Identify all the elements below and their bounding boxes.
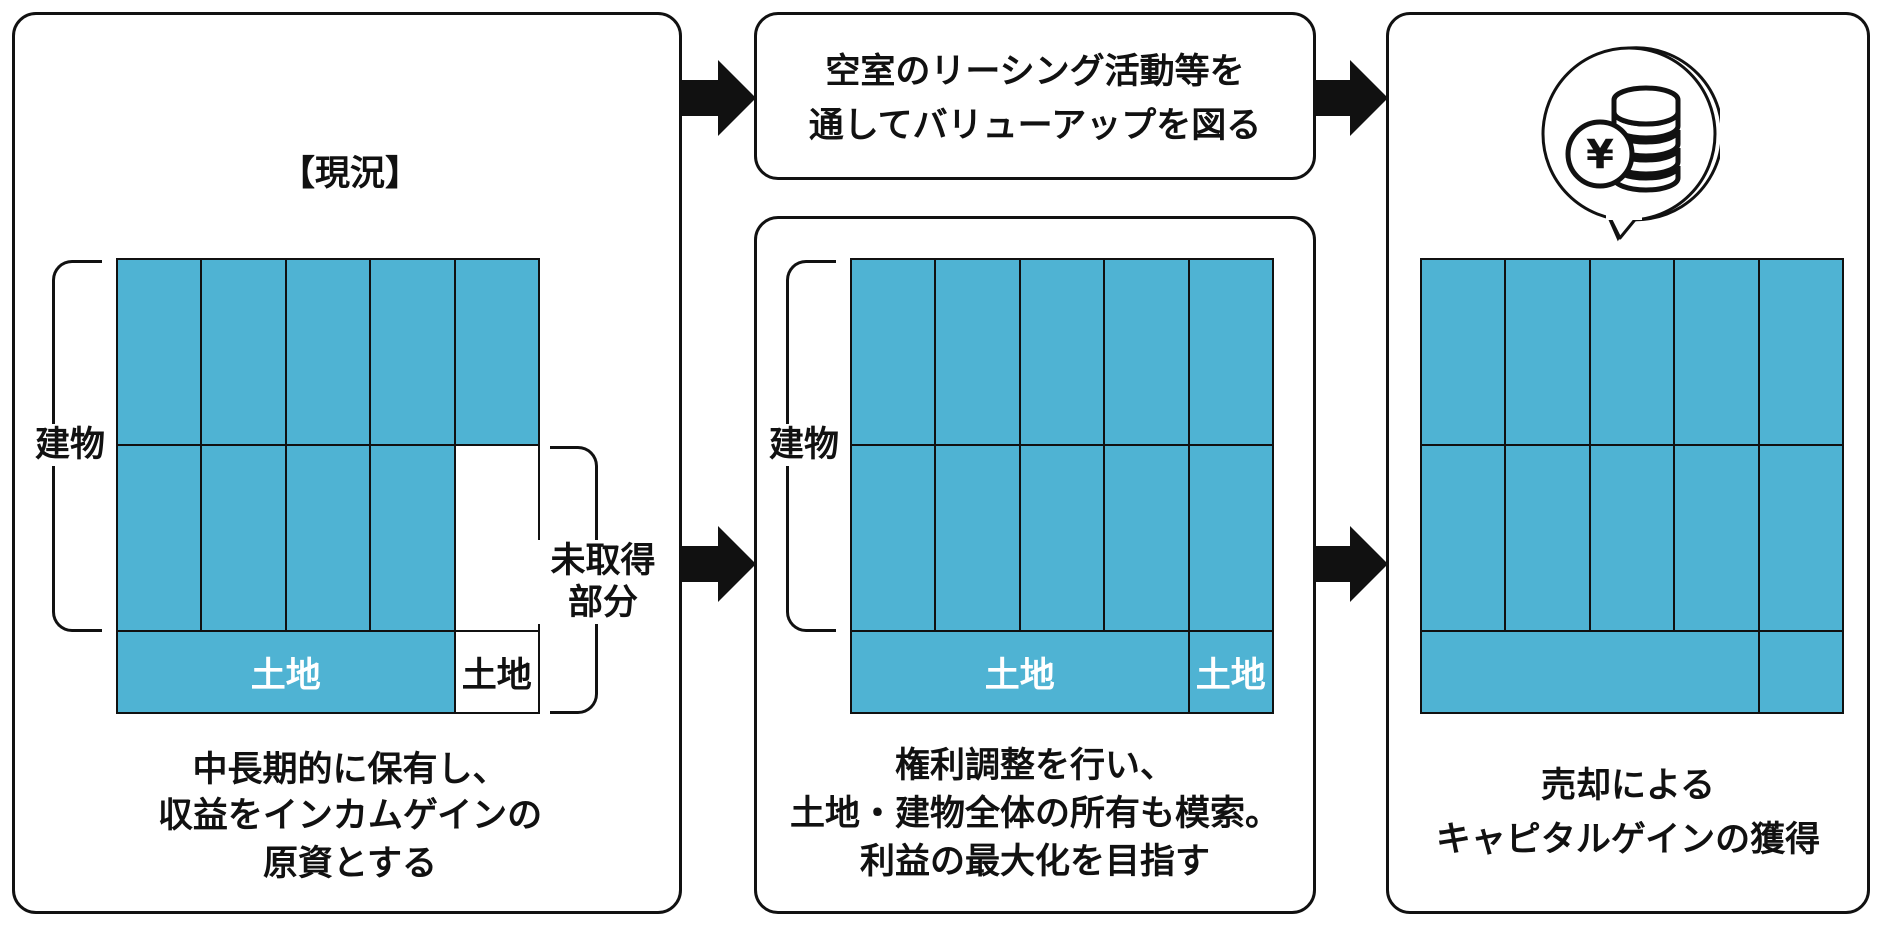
panel1-title: 【現況】 (279, 154, 420, 194)
land-unacquired: 土地 (455, 632, 538, 712)
building-unit (1506, 260, 1589, 444)
property-grid-current: 土地 土地 (116, 258, 540, 714)
building-unit (1105, 446, 1188, 630)
building-unit (1675, 260, 1758, 444)
building-unit (202, 446, 285, 630)
panel2-caption-line1: 権利調整を行い、 (894, 746, 1175, 786)
building-unit (202, 260, 285, 444)
building-unit (286, 446, 370, 630)
property-grid-full (1420, 258, 1844, 714)
coin-stack-yen-icon: ¥ (1541, 46, 1720, 242)
building-unit (1590, 446, 1674, 630)
panel2-caption-line3: 利益の最大化を目指す (859, 842, 1210, 882)
panel1-caption-line3: 原資とする (263, 844, 437, 884)
panel1-caption-line1: 中長期的に保有し、 (192, 750, 508, 790)
property-grid-adjusted: 土地 土地 (850, 258, 1274, 714)
building-unit (286, 260, 370, 444)
value-up-line1: 空室のリーシング活動等を (825, 52, 1245, 92)
unacquired-label-line2: 部分 (567, 583, 638, 623)
panel2-caption-line2: 土地・建物全体の所有も模索。 (789, 794, 1280, 834)
building-unit (1590, 260, 1674, 444)
unacquired-building-unit (455, 446, 538, 630)
building-unit (852, 446, 935, 630)
arrow-right-icon (1314, 526, 1388, 602)
building-unit (1759, 260, 1842, 444)
building-unit (455, 260, 538, 444)
building-unit (936, 446, 1019, 630)
value-up-line2: 通してバリューアップを図る (808, 106, 1262, 146)
panel3-caption-line2: キャピタルゲインの獲得 (1435, 820, 1821, 860)
building-unit (1759, 446, 1842, 630)
building-unit (1506, 446, 1589, 630)
arrow-right-icon (1314, 60, 1388, 136)
building-unit (118, 446, 201, 630)
building-unit (1422, 260, 1505, 444)
building-unit (1105, 260, 1188, 444)
building-unit (1422, 446, 1505, 630)
arrow-right-icon (682, 526, 756, 602)
building-unit (1020, 446, 1104, 630)
building-unit (118, 260, 201, 444)
arrow-right-icon (682, 60, 756, 136)
panel1-caption-line2: 収益をインカムゲインの (157, 796, 543, 836)
building-unit (371, 260, 454, 444)
building-label: 建物 (764, 424, 844, 466)
land-main (1422, 632, 1758, 712)
building-unit (1189, 446, 1272, 630)
building-unit (1020, 260, 1104, 444)
building-unit (371, 446, 454, 630)
land-acquired: 土地 (118, 632, 454, 712)
building-unit (1189, 260, 1272, 444)
building-label: 建物 (30, 424, 110, 466)
building-unit (936, 260, 1019, 444)
panel3-caption-line1: 売却による (1541, 766, 1715, 806)
unacquired-label: 未取得 部分 (538, 540, 668, 624)
building-unit (852, 260, 935, 444)
land-added: 土地 (1189, 632, 1272, 712)
value-up-box (754, 12, 1316, 180)
unacquired-label-line1: 未取得 (550, 541, 656, 581)
land-added (1759, 632, 1842, 712)
land-main: 土地 (852, 632, 1188, 712)
building-unit (1675, 446, 1758, 630)
yen-symbol: ¥ (1586, 132, 1614, 178)
